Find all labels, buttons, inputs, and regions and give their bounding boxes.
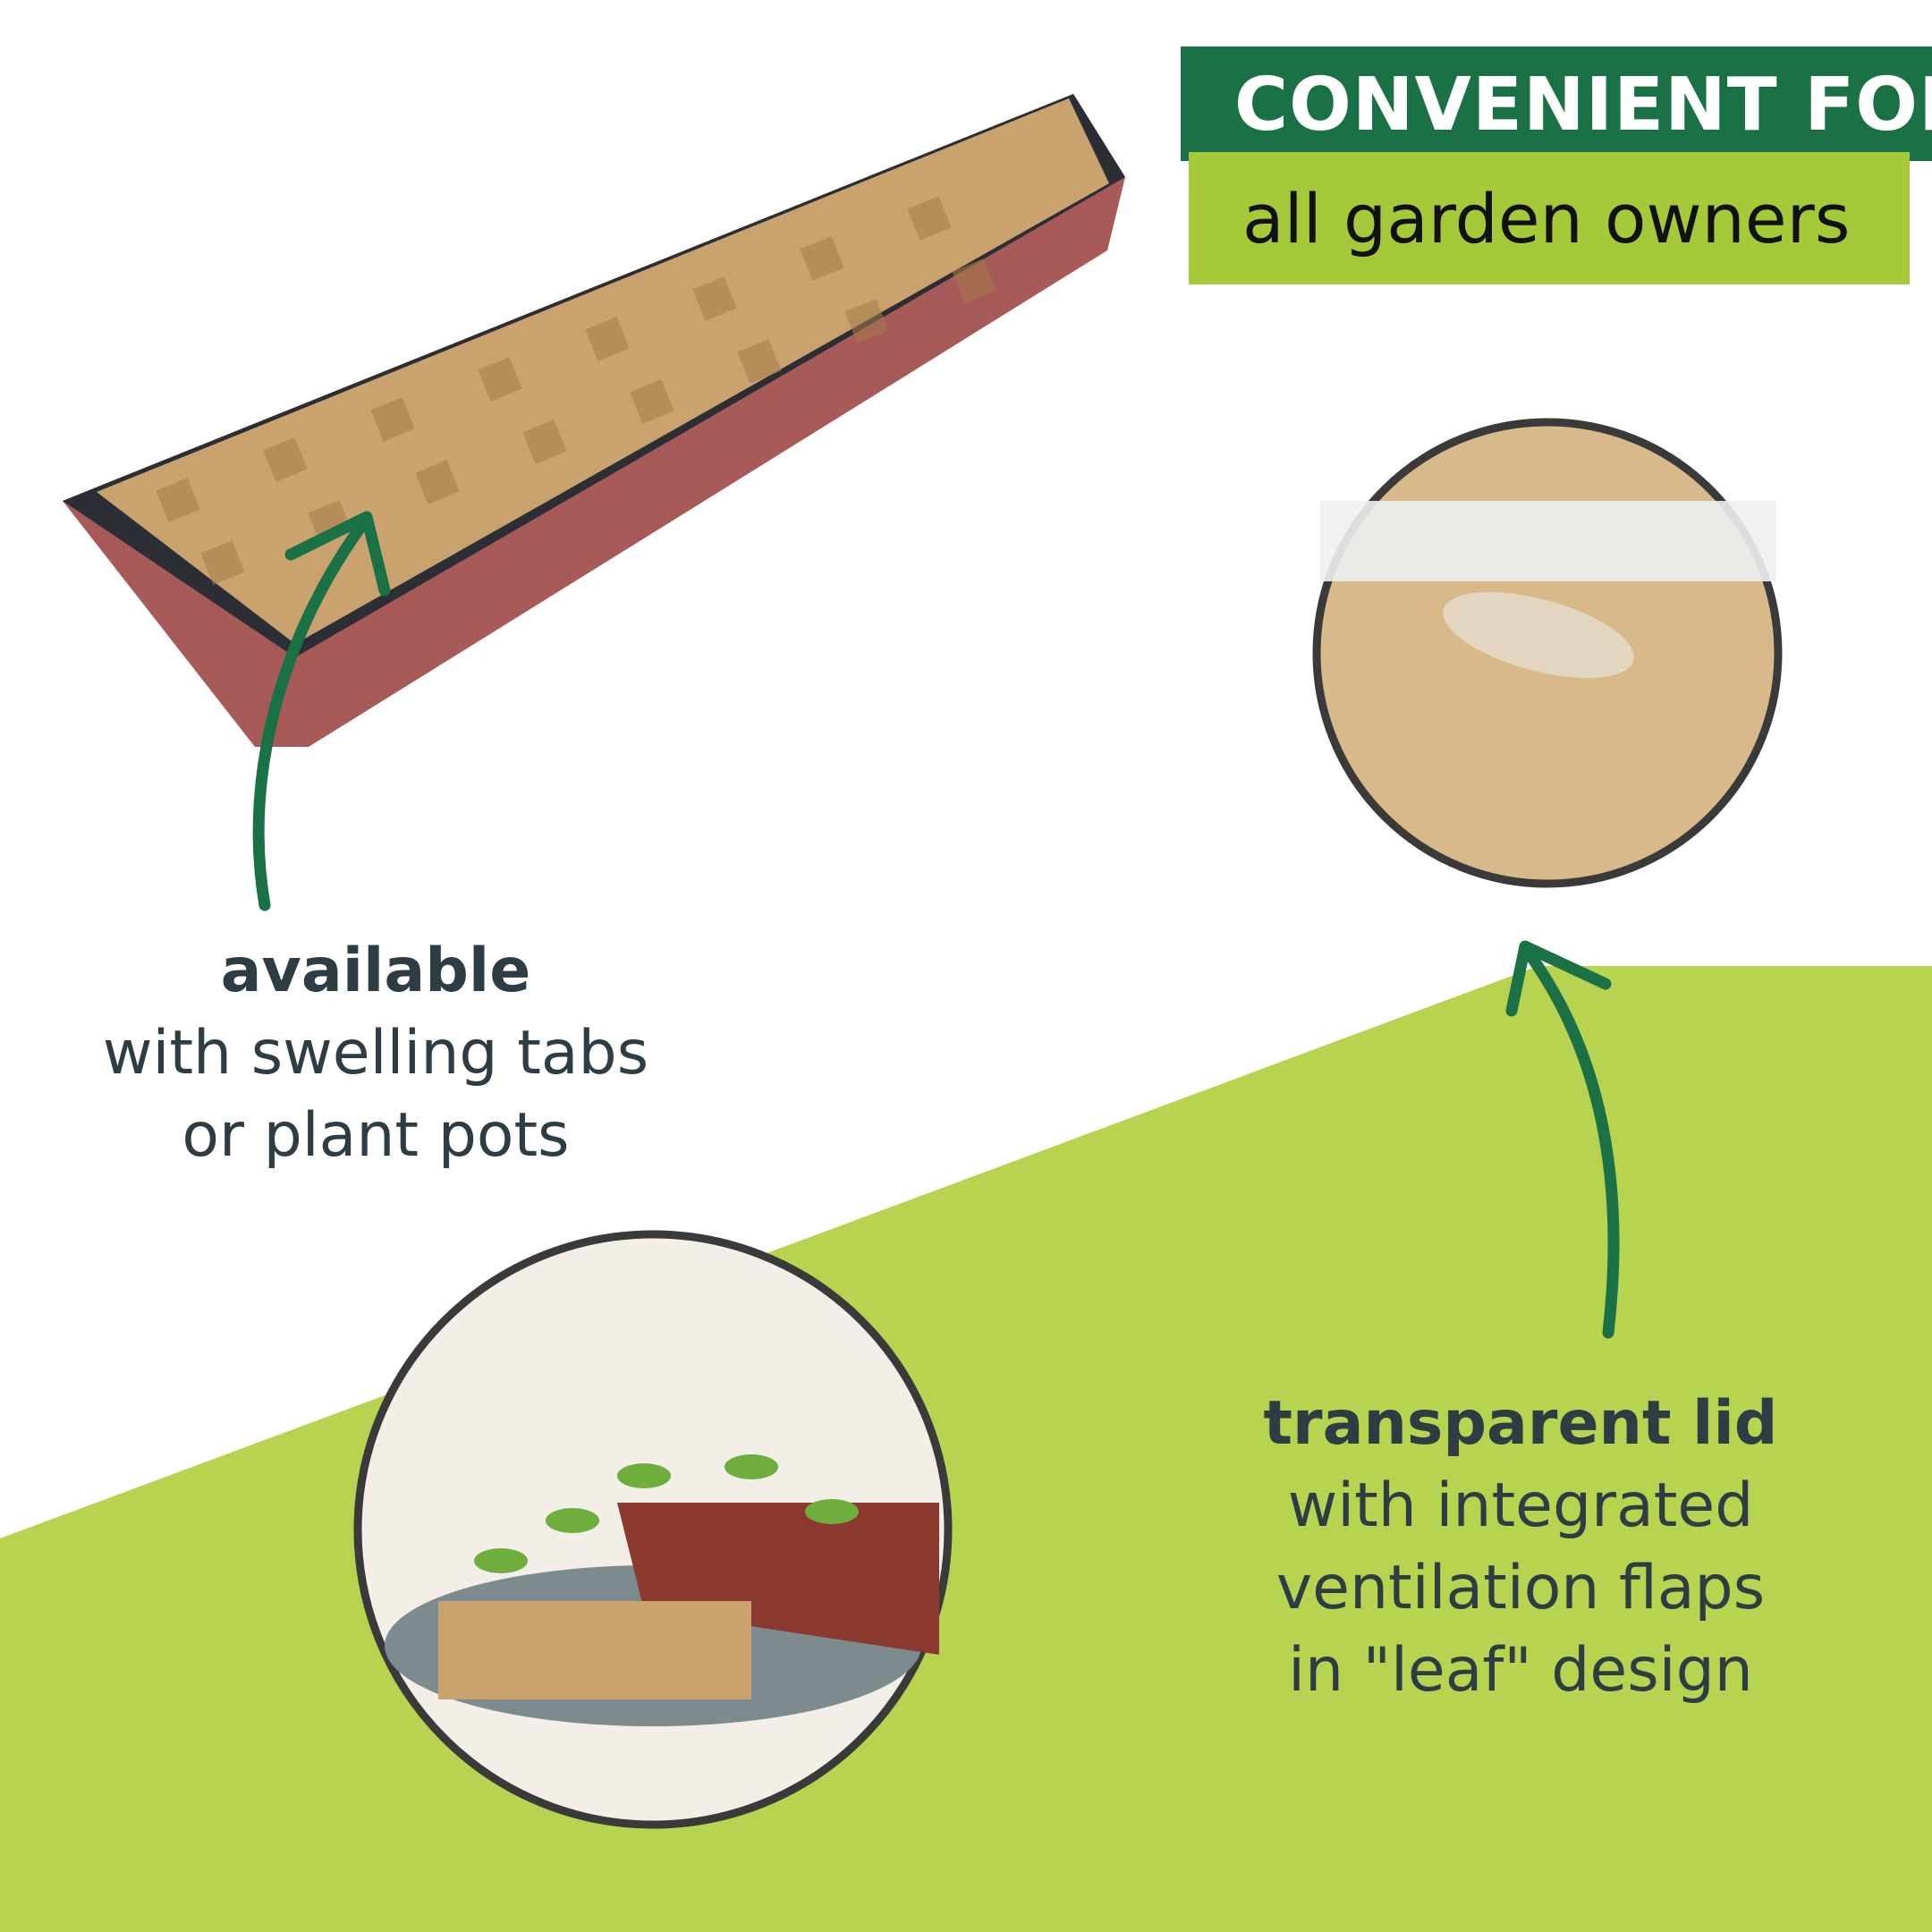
lid-detail-photo bbox=[1312, 418, 1783, 888]
heading-banner: CONVENIENT FOR bbox=[1181, 47, 1932, 161]
right-callout-line: ventilation flaps bbox=[1275, 1553, 1766, 1623]
right-callout-title: transparent lid bbox=[1263, 1388, 1778, 1459]
right-callout-line: in "leaf" design bbox=[1288, 1635, 1753, 1706]
arrow-head-tray bbox=[284, 511, 391, 597]
seed-tray-product-image bbox=[63, 94, 1125, 747]
left-callout-line: or plant pots bbox=[182, 1100, 570, 1171]
subheading-banner: all garden owners bbox=[1189, 152, 1910, 284]
right-callout-line: with integrated bbox=[1287, 1470, 1754, 1541]
right-callout: transparent lid with integrated ventilat… bbox=[1199, 1383, 1843, 1712]
heading-text: CONVENIENT FOR bbox=[1234, 63, 1932, 148]
left-callout: available with swelling tabs or plant po… bbox=[36, 930, 716, 1177]
subheading-text: all garden owners bbox=[1242, 179, 1851, 258]
arrow-head-lid bbox=[1505, 940, 1612, 1017]
left-callout-title: available bbox=[220, 936, 531, 1006]
left-callout-line: with swelling tabs bbox=[102, 1018, 649, 1089]
seedlings-photo bbox=[353, 1230, 953, 1829]
arrow-to-tray bbox=[252, 513, 373, 911]
arrow-to-lid bbox=[1519, 942, 1620, 1339]
